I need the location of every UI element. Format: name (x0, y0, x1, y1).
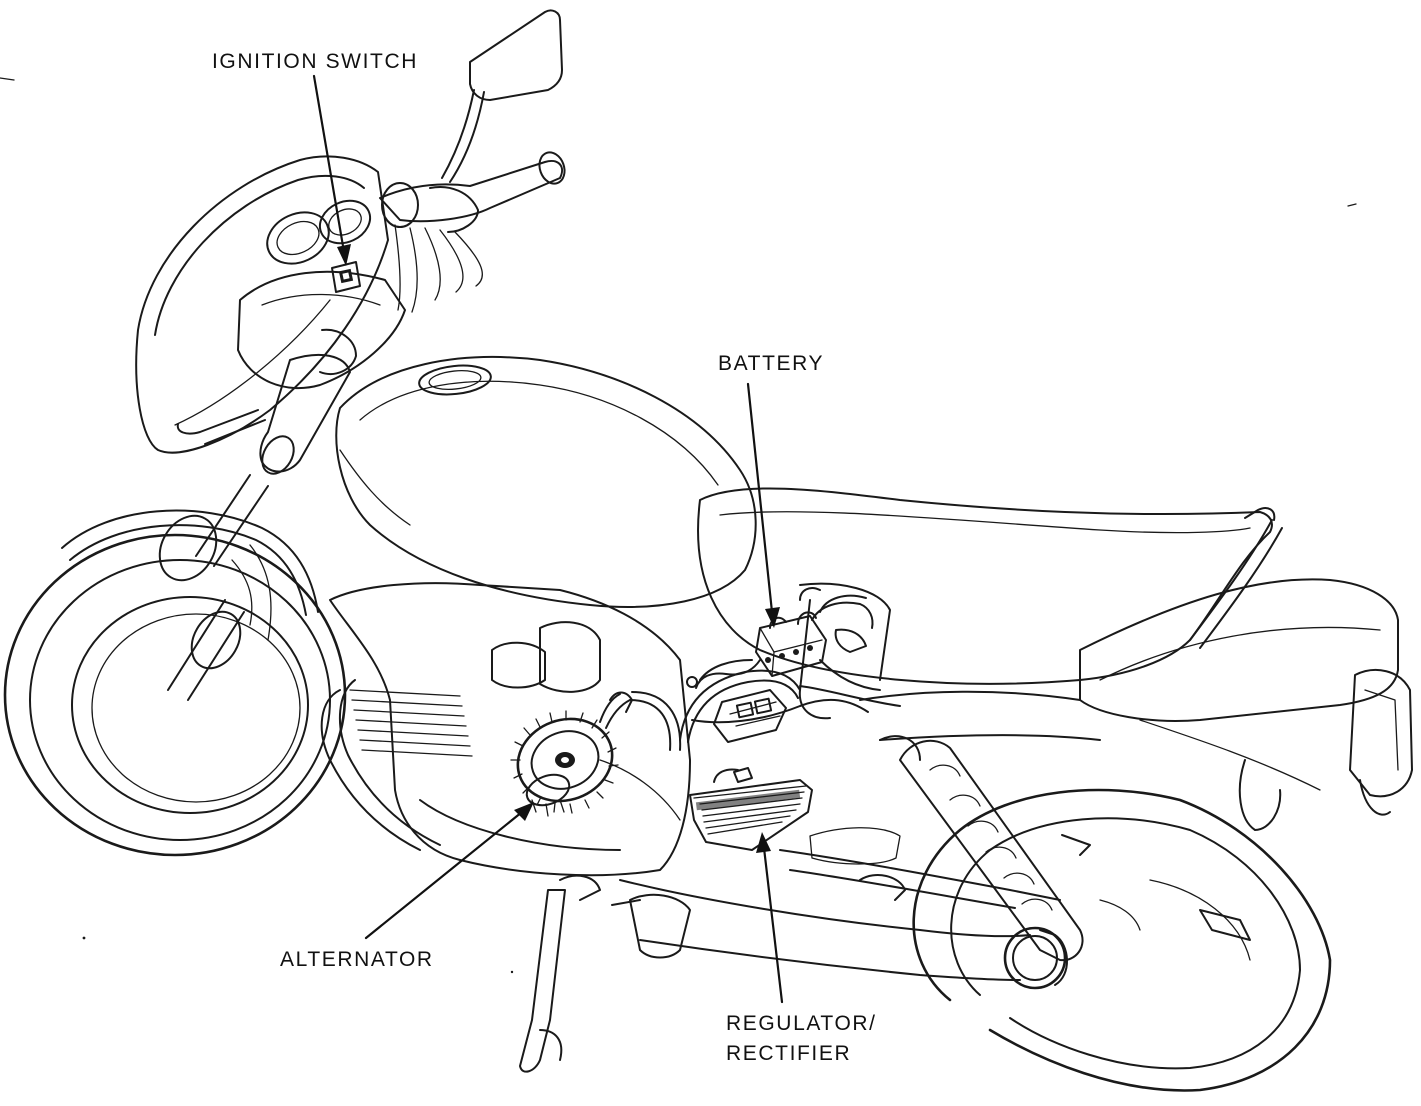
front-fairing (136, 156, 405, 452)
front-fork (148, 475, 271, 700)
frame (800, 584, 1320, 790)
ignition-switch-label: IGNITION SWITCH (212, 50, 418, 73)
tail-section (1080, 520, 1412, 830)
regulator-label-line2: RECTIFIER (726, 1042, 851, 1065)
regulator-rectifier (690, 768, 812, 850)
engine (322, 583, 690, 875)
regulator-rectifier-arrowhead (756, 832, 771, 853)
wiring-harness (630, 660, 900, 750)
ignition-switch (332, 262, 360, 292)
front-wheel (5, 511, 345, 855)
alternator (506, 693, 632, 817)
ignition-switch-arrowhead (337, 244, 351, 266)
alternator-arrowhead (514, 802, 534, 821)
regulator-label-line1: REGULATOR/ (726, 1012, 877, 1035)
fuel-tank (336, 357, 755, 607)
battery-label: BATTERY (718, 352, 824, 375)
alternator-label: ALTERNATOR (280, 948, 434, 971)
rear-wheel (914, 790, 1330, 1090)
handlebars (178, 10, 569, 479)
regulator-rectifier-leader (764, 848, 782, 1002)
swingarm (780, 828, 1060, 908)
rear-shock (880, 736, 1083, 960)
